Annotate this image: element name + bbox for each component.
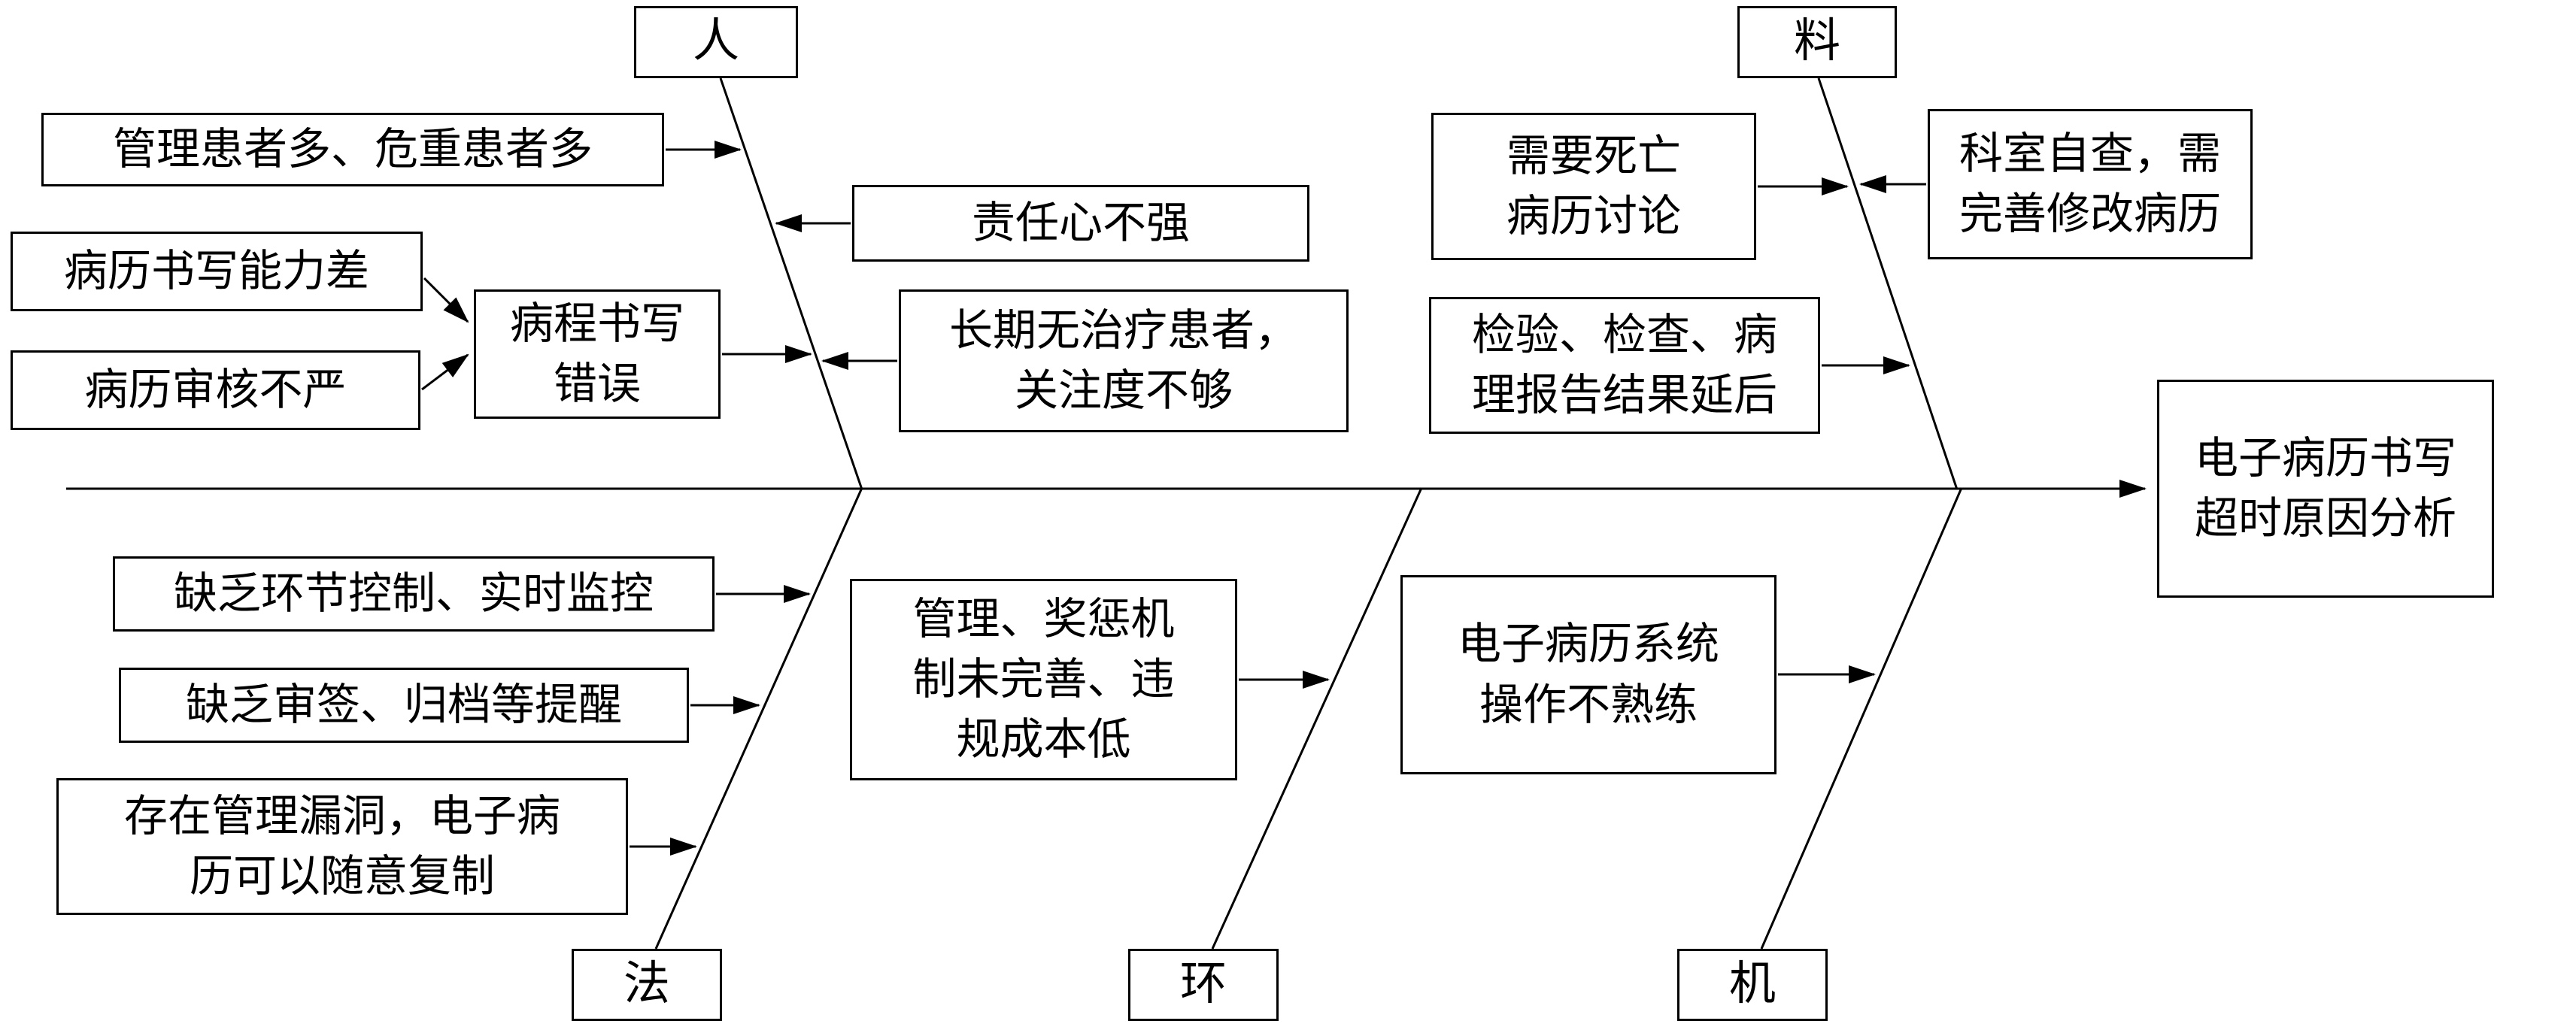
category-material: 料 (1737, 6, 1897, 78)
category-method: 法 (572, 949, 722, 1021)
method-bone (654, 487, 863, 950)
machine-bone (1760, 487, 1963, 950)
arrow-review-to-course (421, 353, 469, 391)
cause-lack-sign-archive-reminders: 缺乏审签、归档等提醒 (119, 668, 689, 743)
cause-lack-process-control: 缺乏环节控制、实时监控 (113, 556, 715, 632)
category-machine: 机 (1677, 949, 1828, 1021)
effect-box: 电子病历书写 超时原因分析 (2157, 380, 2494, 598)
cause-course-writing-errors: 病程书写 错误 (474, 289, 721, 419)
cause-unskilled-operation: 电子病历系统 操作不熟练 (1400, 575, 1776, 774)
category-environment: 环 (1128, 949, 1279, 1021)
cause-many-patients: 管理患者多、危重患者多 (41, 113, 664, 186)
cause-longterm-no-treatment: 长期无治疗患者， 关注度不够 (899, 289, 1349, 432)
cause-management-loophole-copy: 存在管理漏洞，电子病 历可以随意复制 (56, 778, 628, 915)
environment-bone (1211, 487, 1423, 950)
cause-imperfect-mechanism: 管理、奖惩机 制未完善、违 规成本低 (850, 579, 1237, 780)
arrow-ability-to-course (423, 277, 469, 323)
cause-dept-self-check: 科室自查，需 完善修改病历 (1928, 109, 2253, 259)
material-bone (1817, 77, 1959, 490)
cause-poor-writing-ability: 病历书写能力差 (11, 232, 423, 311)
category-person: 人 (634, 6, 798, 78)
cause-lax-review: 病历审核不严 (11, 350, 420, 430)
cause-weak-responsibility: 责任心不强 (852, 185, 1309, 262)
person-bone (719, 77, 863, 490)
cause-death-record-discussion: 需要死亡 病历讨论 (1431, 113, 1756, 260)
cause-report-results-delayed: 检验、检查、病 理报告结果延后 (1429, 297, 1820, 434)
